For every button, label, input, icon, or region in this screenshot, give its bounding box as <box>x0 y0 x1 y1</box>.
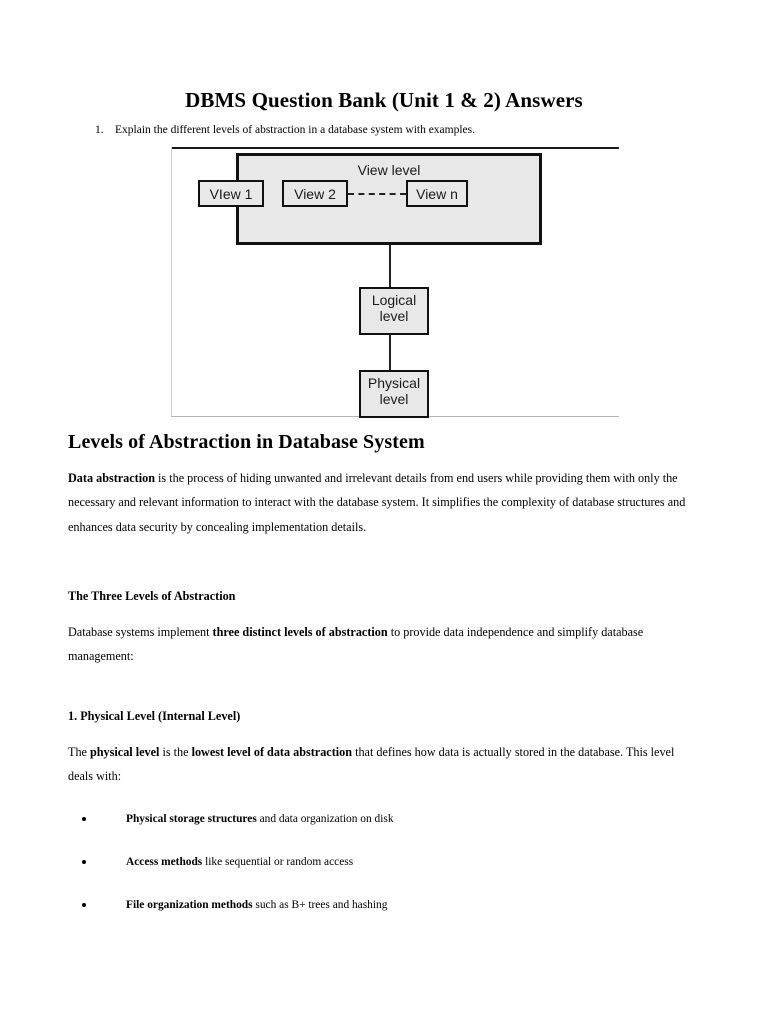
question-text: Explain the different levels of abstract… <box>115 124 476 136</box>
list-item: File organization methods such as B+ tre… <box>68 898 694 941</box>
logical-level-line-1: Logical <box>371 292 417 308</box>
three-levels-text-before: Database systems implement <box>68 625 213 639</box>
physical-text-3: that defines how data is actually stored… <box>68 745 675 784</box>
figure-canvas: View level VIew 1 View 2 View n Logical … <box>171 147 619 418</box>
list-item-emphasis: File organization methods <box>126 899 253 911</box>
figure-left-border <box>171 147 172 417</box>
figure-top-rule <box>171 147 619 149</box>
physical-text-2: is the <box>159 745 192 759</box>
connector-logical-to-physical <box>389 334 391 371</box>
logical-level-box: Logical level <box>359 287 429 335</box>
intro-lead-term: Data abstraction <box>68 471 155 485</box>
connector-view-to-logical <box>389 245 391 289</box>
intro-body-text: is the process of hiding unwanted and ir… <box>68 471 686 534</box>
list-item-emphasis: Physical storage structures <box>126 813 257 825</box>
physical-text-1: The <box>68 745 90 759</box>
view-box-n: View n <box>406 180 468 207</box>
logical-level-line-2: level <box>379 307 409 324</box>
physical-level-line-1: Physical <box>367 375 421 391</box>
section-heading: Levels of Abstraction in Database System <box>68 431 425 453</box>
three-levels-heading: The Three Levels of Abstraction <box>68 589 236 603</box>
list-item-rest: like sequential or random access <box>202 856 354 868</box>
three-levels-paragraph: Database systems implement three distinc… <box>68 620 694 669</box>
three-levels-text-after: to provide data independence and simplif… <box>68 625 644 664</box>
view-box-2: View 2 <box>282 180 348 207</box>
physical-level-bullet-list: Physical storage structures and data org… <box>68 812 694 941</box>
list-item-emphasis: Access methods <box>126 856 203 868</box>
bullet-dot-icon <box>82 860 86 864</box>
physical-level-line-2: level <box>379 390 409 407</box>
list-item-rest: such as B+ trees and hashing <box>252 899 388 911</box>
physical-level-box: Physical level <box>359 370 429 418</box>
physical-level-paragraph: The physical level is the lowest level o… <box>68 740 694 789</box>
dashed-connector <box>348 193 406 195</box>
figure-levels-of-abstraction: View level VIew 1 View 2 View n Logical … <box>171 147 619 418</box>
physical-emphasis-2: lowest level of data abstraction <box>191 745 353 759</box>
bullet-dot-icon <box>82 903 86 907</box>
intro-paragraph: Data abstraction is the process of hidin… <box>68 466 694 539</box>
list-item-rest: and data organization on disk <box>256 813 394 825</box>
question-list-item: 1. Explain the different levels of abstr… <box>95 123 715 139</box>
page-title: DBMS Question Bank (Unit 1 & 2) Answers <box>185 88 583 112</box>
list-item-text: Access methods like sequential or random… <box>126 855 353 871</box>
physical-level-heading: 1. Physical Level (Internal Level) <box>68 709 241 723</box>
list-item-text: Physical storage structures and data org… <box>126 812 394 828</box>
physical-emphasis-1: physical level <box>90 745 160 759</box>
list-item: Access methods like sequential or random… <box>68 855 694 898</box>
three-levels-emphasis: three distinct levels of abstraction <box>212 625 388 639</box>
list-item-text: File organization methods such as B+ tre… <box>126 898 387 914</box>
list-item: Physical storage structures and data org… <box>68 812 694 855</box>
question-number: 1. <box>95 124 104 136</box>
view-box-1: VIew 1 <box>198 180 264 207</box>
view-level-label: View level <box>357 162 421 178</box>
bullet-dot-icon <box>82 817 86 821</box>
